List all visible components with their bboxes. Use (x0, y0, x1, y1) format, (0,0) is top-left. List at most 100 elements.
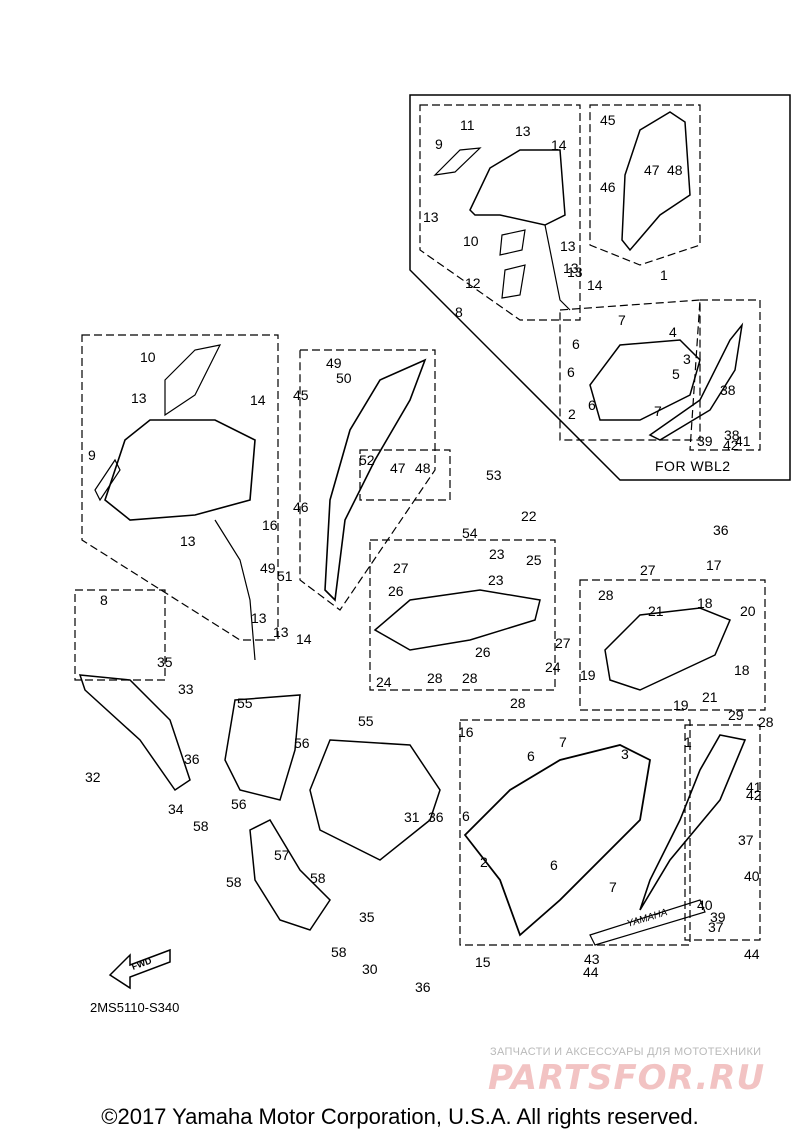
callout-number: 56 (231, 796, 247, 812)
callout-number: 41 (735, 433, 751, 449)
callout-number: 38 (720, 382, 736, 398)
callout-number: 47 (644, 162, 660, 178)
callout-number: 51 (277, 568, 293, 584)
callout-number: 13 (560, 238, 576, 254)
callout-number: 6 (550, 857, 558, 873)
callout-number: 46 (600, 179, 616, 195)
callout-number: 58 (310, 870, 326, 886)
callout-number: 46 (293, 499, 309, 515)
callout-number: 7 (609, 879, 617, 895)
inset-frame (409, 94, 791, 481)
callout-number: 10 (140, 349, 156, 365)
callout-number: 36 (184, 751, 200, 767)
callout-number: 7 (618, 312, 626, 328)
callout-number: 13 (423, 209, 439, 225)
inset-side-group-box (589, 104, 701, 266)
callout-number: 37 (738, 832, 754, 848)
callout-number: 15 (475, 954, 491, 970)
lower-cowl-33 (78, 674, 191, 792)
callout-number: 54 (462, 525, 478, 541)
callout-number: 41 (746, 779, 762, 795)
inset-sidecowl-box (559, 299, 701, 441)
callout-number: 21 (648, 603, 664, 619)
callout-number: 28 (510, 695, 526, 711)
callout-number: 13 (273, 624, 289, 640)
callout-number: 50 (336, 370, 352, 386)
inner-panel-group-box (369, 539, 556, 691)
callout-number: 21 (702, 689, 718, 705)
callout-number: 2 (568, 406, 576, 422)
callout-number: 13 (131, 390, 147, 406)
inset-panel-10 (499, 229, 526, 256)
panel-57 (249, 819, 331, 931)
callout-number: 24 (545, 659, 561, 675)
callout-number: 27 (393, 560, 409, 576)
callout-number: 6 (572, 336, 580, 352)
callout-number: 36 (428, 809, 444, 825)
inner-panel-22 (373, 589, 541, 651)
callout-number: 3 (621, 746, 629, 762)
callout-number: 23 (488, 572, 504, 588)
callout-number: 18 (734, 662, 750, 678)
cowl-decal-9 (94, 458, 121, 502)
callout-number: 14 (587, 277, 603, 293)
callout-number: 6 (588, 397, 596, 413)
callout-number: 58 (331, 944, 347, 960)
callout-number: 56 (294, 735, 310, 751)
front-cowl-group-box (81, 334, 279, 641)
callout-number: 42 (723, 437, 739, 453)
callout-number: 6 (567, 364, 575, 380)
callout-number: 7 (654, 403, 662, 419)
callout-number: 48 (415, 460, 431, 476)
callout-number: 7 (559, 734, 567, 750)
inset-decal (433, 147, 482, 176)
callout-number: 16 (262, 517, 278, 533)
callout-number: 14 (296, 631, 312, 647)
callout-number: 12 (465, 275, 481, 291)
callout-number: 35 (359, 909, 375, 925)
watermark-logo: PARTSFOR.RU (488, 1058, 766, 1098)
callout-number: 3 (683, 351, 691, 367)
callout-number: 45 (600, 112, 616, 128)
decal-text: YAMAHA (626, 907, 669, 930)
callout-number: 8 (100, 592, 108, 608)
callout-number: 55 (237, 695, 253, 711)
fwd-arrow (108, 948, 171, 990)
callout-number: 1 (660, 267, 668, 283)
callout-number: 11 (460, 117, 475, 133)
callout-number: 19 (580, 667, 596, 683)
callout-number: 22 (521, 508, 537, 524)
callout-number: 38 (724, 427, 740, 443)
callout-number: 2 (480, 854, 488, 870)
callout-number: 32 (85, 769, 101, 785)
callout-number: 35 (157, 654, 173, 670)
callout-number: 40 (744, 868, 760, 884)
callout-number: 40 (697, 897, 713, 913)
callout-number: 49 (260, 560, 276, 576)
callout-number: 44 (583, 964, 599, 980)
callout-number: 45 (293, 387, 309, 403)
callout-number: 25 (526, 552, 542, 568)
cowl-stay (214, 519, 256, 661)
callout-number: 48 (667, 162, 683, 178)
bolt-group-box (359, 449, 451, 501)
callout-number: 28 (427, 670, 443, 686)
decal-38 (589, 899, 706, 946)
callout-number: 23 (489, 546, 505, 562)
inset-cowl-group-box (419, 104, 581, 321)
callout-number: 43 (584, 951, 600, 967)
callout-number: 18 (697, 595, 713, 611)
side-cowl-group-box (459, 719, 691, 946)
callout-number: 33 (178, 681, 194, 697)
callout-number: 42 (746, 787, 762, 803)
callout-number: 34 (168, 801, 184, 817)
callout-number: 31 (404, 809, 420, 825)
callout-number: 19 (673, 697, 689, 713)
side-cowl-1 (463, 744, 651, 937)
callout-number: 9 (88, 447, 96, 463)
callout-number: 47 (390, 460, 406, 476)
callout-number: 13 (563, 260, 579, 276)
callout-number: 1 (684, 734, 692, 750)
callout-number: 16 (458, 724, 474, 740)
